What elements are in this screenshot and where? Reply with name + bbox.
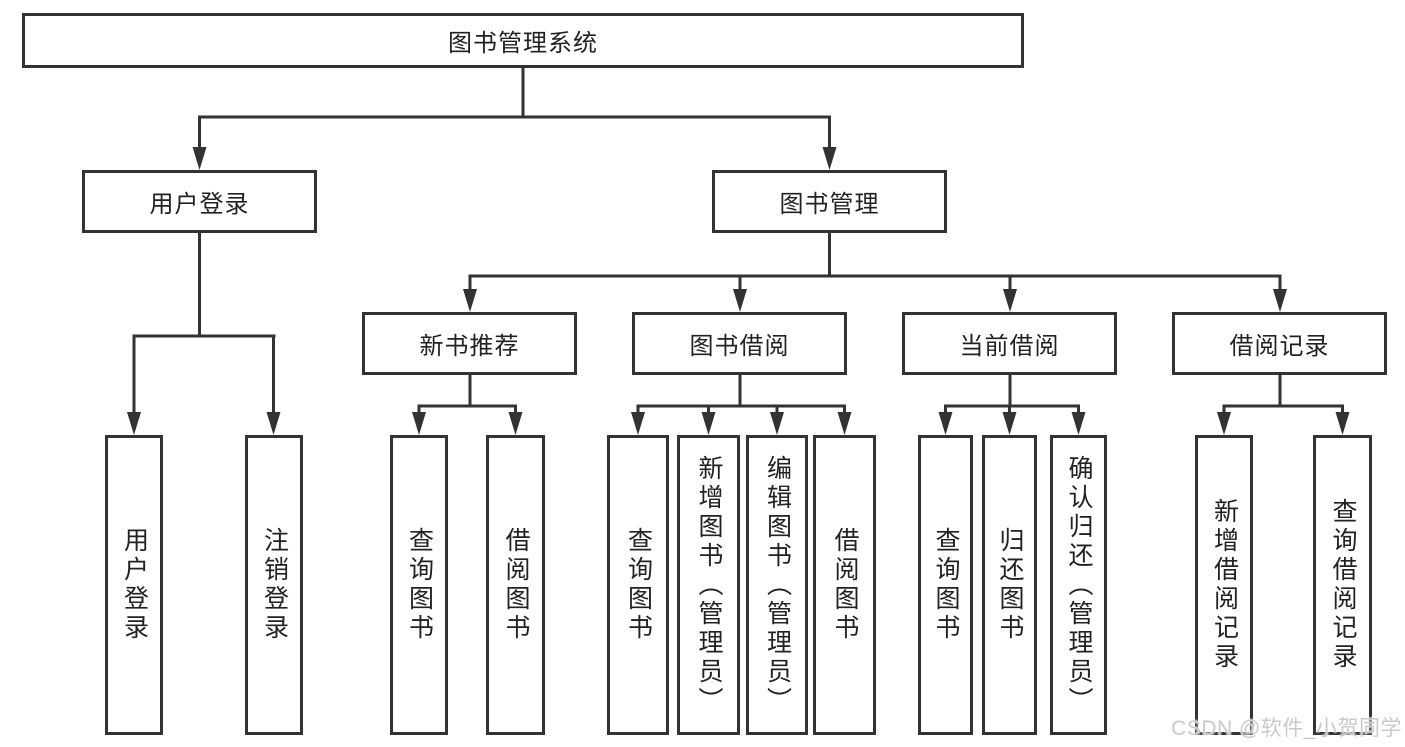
leaf-add-book-admin: 新增图书（管理员） — [677, 435, 740, 735]
leaf-logout: 注销登录 — [245, 435, 303, 735]
leaf-label: 查询借阅记录 — [1329, 498, 1357, 672]
node-new-book-recommendation-label: 新书推荐 — [419, 333, 520, 360]
leaf-label: 新增借阅记录 — [1210, 498, 1239, 672]
leaf-query-books: 查询图书 — [390, 435, 448, 735]
leaf-label: 确认归还（管理员） — [1065, 454, 1093, 716]
node-user-login-label: 用户登录 — [149, 191, 250, 218]
leaf-edit-book-admin: 编辑图书（管理员） — [746, 435, 808, 735]
node-book-borrowing-label: 图书借阅 — [689, 333, 790, 360]
node-user-login: 用户登录 — [82, 170, 317, 233]
node-book-borrowing: 图书借阅 — [632, 312, 847, 375]
leaf-label: 查询图书 — [932, 527, 960, 643]
leaf-label: 查询图书 — [405, 527, 434, 643]
node-root: 图书管理系统 — [22, 13, 1024, 68]
node-current-borrowing-label: 当前借阅 — [959, 333, 1060, 360]
leaf-borrow-books: 借阅图书 — [486, 435, 545, 735]
leaf-label: 编辑图书（管理员） — [763, 454, 792, 716]
node-book-management-label: 图书管理 — [779, 191, 880, 218]
leaf-label: 用户登录 — [120, 527, 149, 643]
csdn-watermark: CSDN @软件_小贺同学 — [1171, 717, 1402, 740]
node-borrowing-records: 借阅记录 — [1172, 312, 1387, 375]
leaf-return-books: 归还图书 — [982, 435, 1037, 735]
node-book-management: 图书管理 — [712, 170, 947, 233]
node-borrowing-records-label: 借阅记录 — [1229, 333, 1330, 360]
leaf-query-books: 查询图书 — [607, 435, 669, 735]
leaf-query-borrow-record: 查询借阅记录 — [1313, 435, 1372, 735]
node-current-borrowing: 当前借阅 — [902, 312, 1117, 375]
leaf-label: 归还图书 — [996, 527, 1024, 643]
leaf-label: 新增图书（管理员） — [695, 454, 723, 716]
leaf-label: 借阅图书 — [831, 527, 859, 643]
leaf-add-borrow-record: 新增借阅记录 — [1195, 435, 1253, 735]
node-root-label: 图书管理系统 — [448, 30, 598, 57]
leaf-label: 查询图书 — [624, 527, 653, 643]
leaf-user-login: 用户登录 — [105, 435, 163, 735]
node-new-book-recommendation: 新书推荐 — [362, 312, 577, 375]
leaf-borrow-books: 借阅图书 — [813, 435, 876, 735]
leaf-query-books: 查询图书 — [918, 435, 973, 735]
leaf-label: 借阅图书 — [502, 527, 530, 643]
leaf-confirm-return-admin: 确认归还（管理员） — [1050, 435, 1107, 735]
leaf-label: 注销登录 — [260, 527, 289, 643]
